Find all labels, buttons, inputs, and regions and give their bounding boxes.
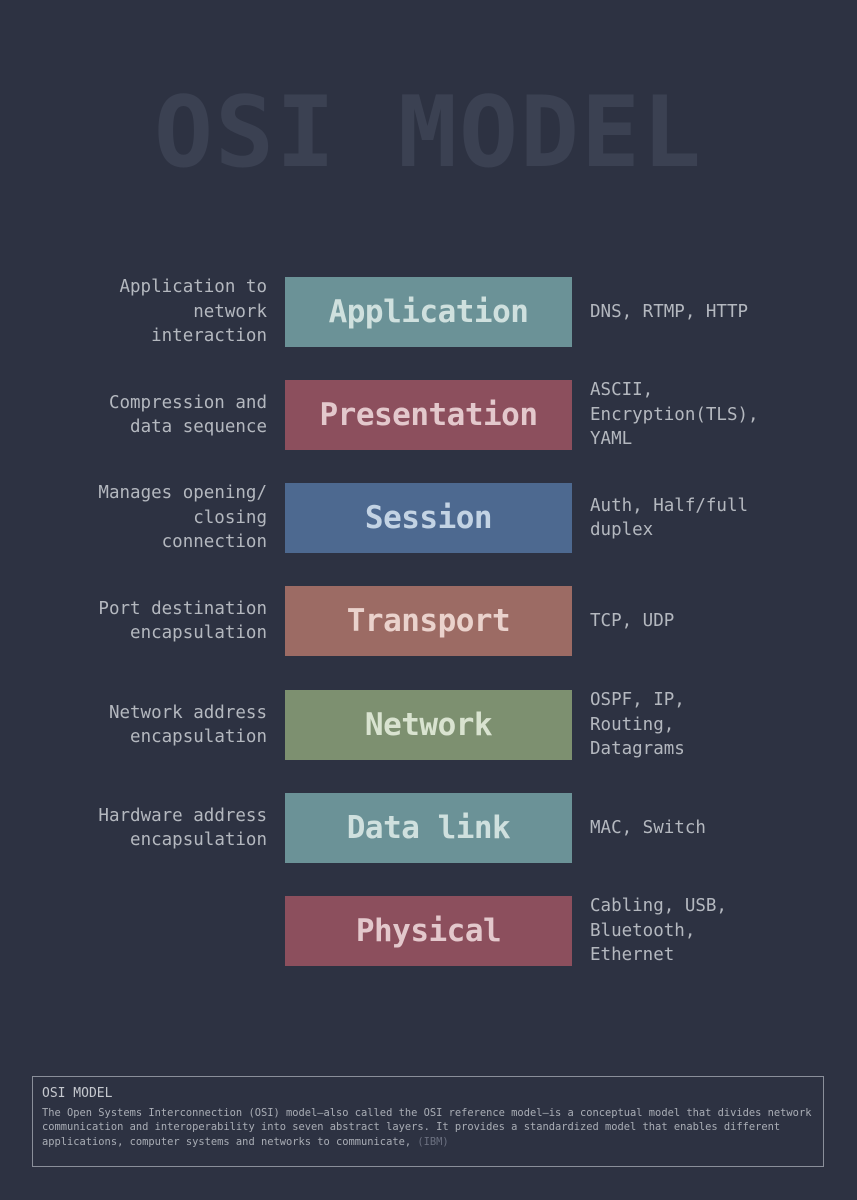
layer-description	[7, 896, 267, 966]
layer-protocols: Cabling, USB, Bluetooth, Ethernet	[590, 896, 727, 966]
layer-description: Application to network interaction	[119, 277, 267, 347]
layer-box: Transport	[285, 586, 572, 656]
layer-protocols: DNS, RTMP, HTTP	[590, 301, 749, 322]
info-box-source: (IBM)	[417, 1135, 449, 1148]
info-box: OSI MODEL The Open Systems Interconnecti…	[32, 1076, 824, 1167]
layer-box: Physical	[285, 896, 572, 966]
layer-protocols: MAC, Switch	[590, 817, 706, 838]
layer-physical: Physical Cabling, USB, Bluetooth, Ethern…	[0, 896, 857, 966]
layer-description: Compression and data sequence	[108, 392, 267, 438]
layer-description: Hardware address encapsulation	[98, 805, 267, 851]
layer-transport: Port destination encapsulation Transport…	[0, 586, 857, 656]
layer-protocols: ASCII, Encryption(TLS), YAML	[590, 380, 759, 450]
layer-box: Data link	[285, 793, 572, 863]
layer-protocols: Auth, Half/full duplex	[590, 495, 749, 541]
layer-presentation: Compression and data sequence Presentati…	[0, 380, 857, 450]
page-title: OSI MODEL	[153, 76, 703, 190]
info-box-text: The Open Systems Interconnection (OSI) m…	[42, 1106, 814, 1149]
layer-protocols: TCP, UDP	[590, 610, 675, 631]
layer-box: Application	[285, 277, 572, 347]
info-box-title: OSI MODEL	[42, 1086, 113, 1101]
layer-session: Manages opening/ closing connection Sess…	[0, 483, 857, 553]
layer-protocols: OSPF, IP, Routing, Datagrams	[590, 690, 685, 760]
layer-box: Session	[285, 483, 572, 553]
layer-description: Network address encapsulation	[108, 702, 267, 748]
layer-box: Presentation	[285, 380, 572, 450]
layer-application: Application to network interaction Appli…	[0, 277, 857, 347]
layer-data-link: Hardware address encapsulation Data link…	[0, 793, 857, 863]
layer-description: Port destination encapsulation	[98, 598, 267, 644]
layer-box: Network	[285, 690, 572, 760]
info-box-body: The Open Systems Interconnection (OSI) m…	[42, 1107, 812, 1148]
layer-description: Manages opening/ closing connection	[98, 483, 267, 553]
layer-network: Network address encapsulation Network OS…	[0, 690, 857, 760]
